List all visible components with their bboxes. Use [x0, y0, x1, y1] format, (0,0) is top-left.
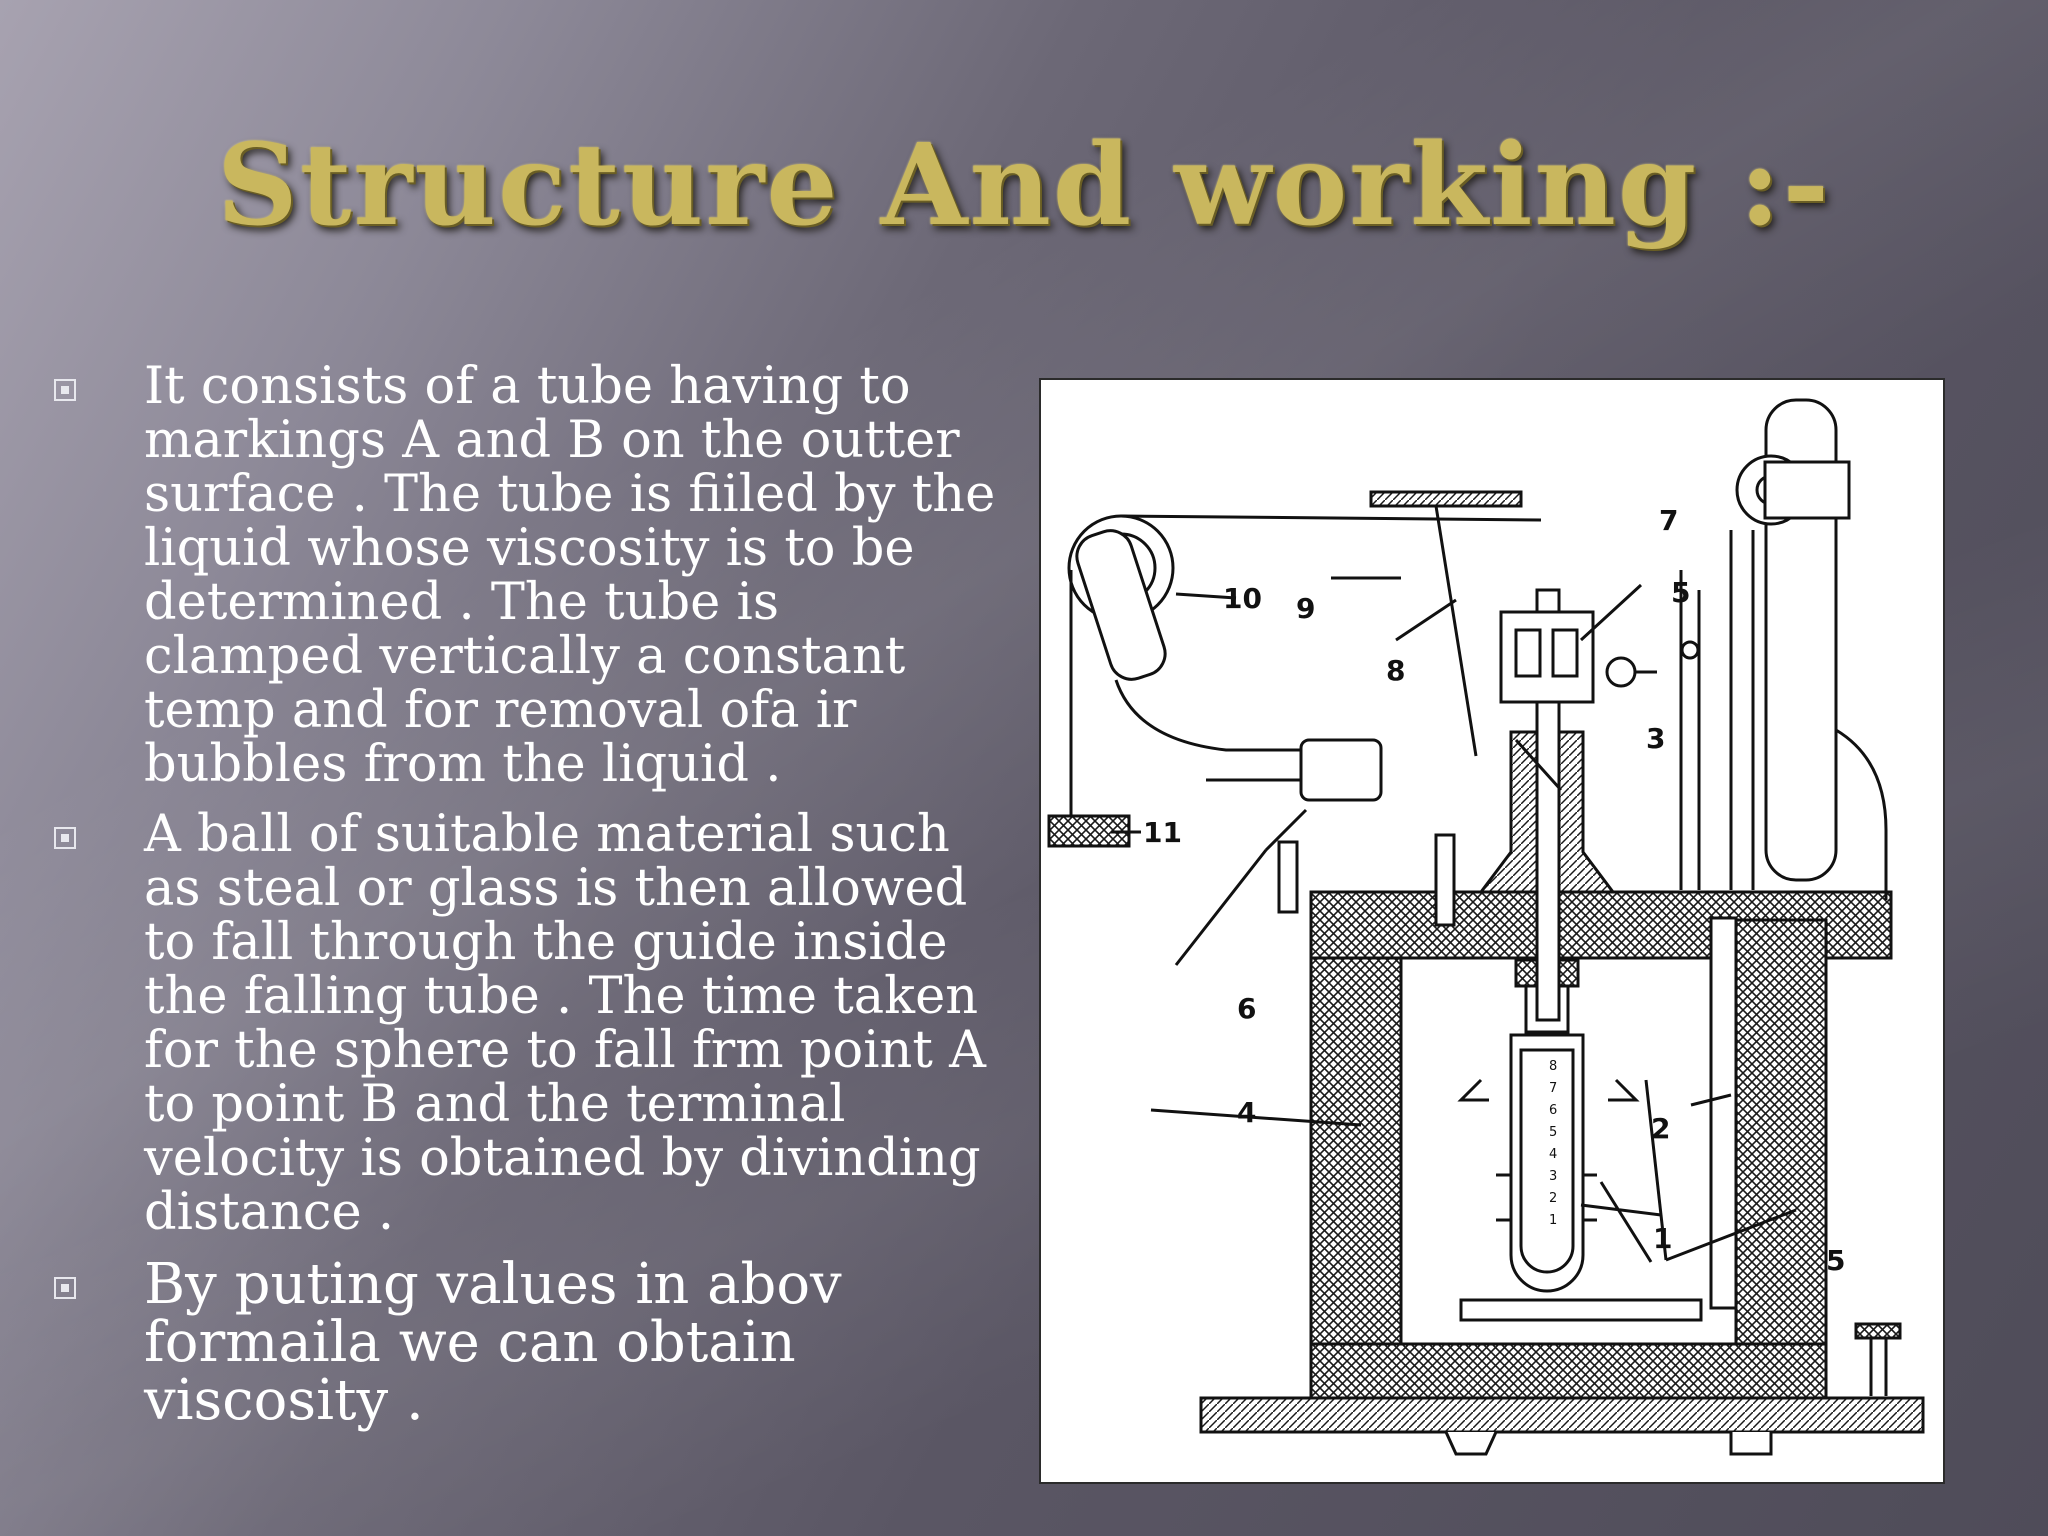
- bullet-item: A ball of suitable material such as stea…: [52, 808, 1012, 1240]
- viscometer-drawing: 10 9 7 5 8 3 11 6 2 4 1 5 8 7 6 5 4 3 2 …: [1047, 398, 1925, 1456]
- scale-mark: 8: [1549, 1059, 1557, 1074]
- bullet-text: It consists of a tube having to markings…: [144, 357, 996, 794]
- scale-mark: 7: [1549, 1081, 1557, 1096]
- diagram-label-7: 7: [1659, 504, 1678, 537]
- bullet-text: A ball of suitable material such as stea…: [144, 805, 986, 1242]
- scale-mark: 5: [1549, 1125, 1557, 1140]
- diagram-label-8: 8: [1386, 654, 1405, 687]
- diagram-label-3: 3: [1646, 722, 1665, 755]
- bullet-square-icon: [54, 827, 76, 849]
- bullet-list: It consists of a tube having to markings…: [52, 360, 1012, 1446]
- bullet-item: By puting values in abov formaila we can…: [52, 1256, 1012, 1430]
- scale-mark: 3: [1549, 1169, 1557, 1184]
- scale-mark: 4: [1549, 1147, 1557, 1162]
- diagram-label-4: 4: [1237, 1096, 1256, 1129]
- scale-mark: 1: [1549, 1213, 1557, 1228]
- slide-title: Structure And working :-: [216, 120, 1832, 251]
- diagram-label-1: 1: [1653, 1222, 1672, 1255]
- diagram-label-11: 11: [1143, 816, 1182, 849]
- scale-mark: 2: [1549, 1191, 1557, 1206]
- diagram-label-5-lower: 5: [1826, 1244, 1845, 1277]
- bullet-square-icon: [54, 1277, 76, 1299]
- bullet-text: By puting values in abov formaila we can…: [144, 1252, 842, 1433]
- diagram-label-10: 10: [1223, 582, 1262, 615]
- bullet-square-icon: [54, 379, 76, 401]
- diagram-label-2: 2: [1651, 1112, 1670, 1145]
- diagram-label-5: 5: [1671, 576, 1690, 609]
- viscometer-diagram: 10 9 7 5 8 3 11 6 2 4 1 5 8 7 6 5 4 3 2 …: [1039, 378, 1945, 1484]
- scale-mark: 6: [1549, 1103, 1557, 1118]
- diagram-label-6: 6: [1237, 992, 1256, 1025]
- diagram-label-9: 9: [1296, 592, 1315, 625]
- bullet-item: It consists of a tube having to markings…: [52, 360, 1012, 792]
